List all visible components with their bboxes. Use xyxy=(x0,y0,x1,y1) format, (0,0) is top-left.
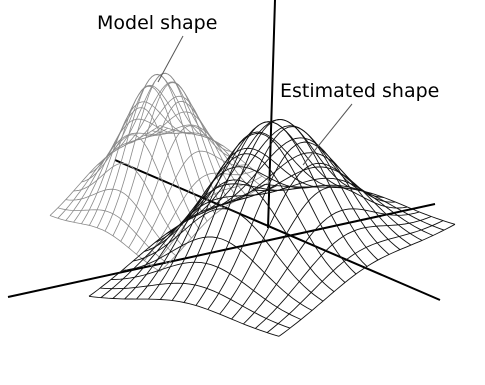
model-shape-mesh xyxy=(49,72,271,272)
mesh-line xyxy=(154,153,346,283)
mesh-line xyxy=(278,223,456,337)
mesh-line xyxy=(88,84,200,226)
mesh-line xyxy=(81,134,192,239)
mesh-line xyxy=(65,188,176,256)
mesh-line xyxy=(231,186,408,320)
mesh-line xyxy=(73,162,184,248)
axis-back-to-front xyxy=(114,159,441,301)
mesh-line xyxy=(254,216,432,329)
mesh-line xyxy=(65,130,176,221)
estimated-shape-mesh xyxy=(88,118,456,337)
axis-vertical xyxy=(267,0,276,229)
mesh-line xyxy=(128,125,239,249)
model-shape-label: Model shape xyxy=(97,12,217,34)
mesh-line xyxy=(219,162,396,315)
mesh-line xyxy=(104,73,216,215)
mesh-line xyxy=(57,207,169,265)
mesh-line xyxy=(99,282,291,329)
axis-left-to-right xyxy=(7,203,436,298)
mesh-line xyxy=(100,185,278,298)
model-shape-leader xyxy=(157,35,184,83)
mesh-line xyxy=(165,133,357,275)
mesh-line xyxy=(143,179,335,292)
mesh-line xyxy=(112,72,224,209)
mesh-line xyxy=(207,141,384,310)
mesh-line xyxy=(88,295,280,337)
mesh-line xyxy=(110,261,302,320)
mesh-line xyxy=(49,125,161,216)
mesh-line xyxy=(96,85,208,222)
mesh-line xyxy=(57,127,169,219)
mesh-line xyxy=(195,126,372,306)
mesh-line xyxy=(121,236,313,311)
mesh-line xyxy=(143,170,255,261)
mesh-line xyxy=(112,82,224,236)
mesh-line xyxy=(132,208,324,302)
estimated-shape-label: Estimated shape xyxy=(280,80,439,102)
mesh-line xyxy=(120,100,231,242)
mesh-line xyxy=(89,107,200,230)
estimated-shape-leader xyxy=(302,103,353,166)
mesh-line xyxy=(243,208,420,325)
mesh-line xyxy=(266,220,444,333)
mesh-line xyxy=(104,72,216,232)
mesh-line xyxy=(183,118,361,303)
